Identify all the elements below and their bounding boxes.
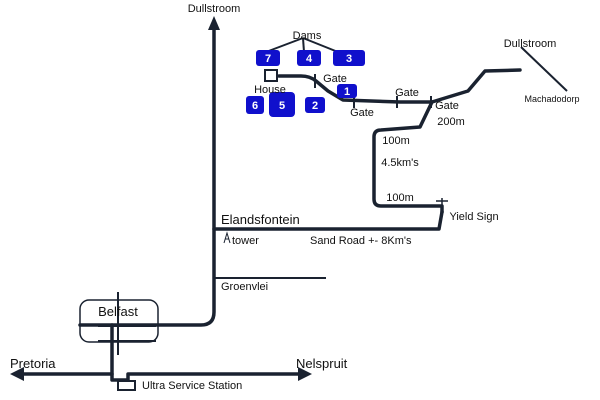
label-tower: tower <box>232 235 259 247</box>
dam-number-3: 3 <box>346 53 352 65</box>
west-arrow-icon <box>10 367 24 381</box>
sand-road <box>212 210 444 231</box>
label-dullstroom-east: Dullstroom <box>504 38 557 50</box>
dam-number-1: 1 <box>344 86 350 98</box>
label-gate-2: Gate <box>350 107 374 119</box>
label-elandsfontein: Elandsfontein <box>221 212 300 227</box>
label-machadodorp: Machadodorp <box>524 94 579 104</box>
label-100m-top: 100m <box>382 135 410 147</box>
gate-link-road <box>372 100 444 214</box>
label-200m: 200m <box>437 116 465 128</box>
dam-1: 1 <box>337 84 357 98</box>
label-yield-sign: Yield Sign <box>449 211 498 223</box>
dams-bracket-right <box>302 37 339 53</box>
minor-roads <box>98 37 568 355</box>
dam-4: 4 <box>297 50 321 66</box>
label-ultra-service-station: Ultra Service Station <box>142 380 242 392</box>
dam-3: 3 <box>333 50 365 66</box>
label-house: House <box>254 84 286 96</box>
label-4-5km: 4.5km's <box>381 157 419 169</box>
dam-7: 7 <box>256 50 280 66</box>
label-dullstroom-north: Dullstroom <box>188 3 241 15</box>
dams-group: 7 4 3 1 6 5 2 <box>246 50 365 117</box>
label-dams: Dams <box>293 30 322 42</box>
east-arrow-icon <box>298 367 312 381</box>
dams-bracket-mid <box>302 37 305 53</box>
house-icon <box>264 69 278 82</box>
label-100m-bottom: 100m <box>386 192 414 204</box>
dams-bracket-left <box>265 37 304 53</box>
north-arrow-icon <box>208 16 220 30</box>
label-gate-4: Gate <box>435 100 459 112</box>
label-pretoria: Pretoria <box>10 356 56 371</box>
dam-5: 5 <box>269 92 295 117</box>
dam-6: 6 <box>246 96 264 114</box>
label-sand-road: Sand Road +- 8Km's <box>310 235 412 247</box>
dam-number-5: 5 <box>279 100 285 112</box>
yield-sign-icon <box>436 198 448 212</box>
service-station-icon <box>117 380 136 391</box>
dam-number-6: 6 <box>252 100 258 112</box>
belfast-town-box <box>79 299 159 343</box>
label-gate-1: Gate <box>323 73 347 85</box>
dam-2: 2 <box>305 97 325 113</box>
dam-number-2: 2 <box>312 100 318 112</box>
label-gate-3: Gate <box>395 87 419 99</box>
label-belfast: Belfast <box>98 304 138 319</box>
dam-number-7: 7 <box>265 53 271 65</box>
main-road-north <box>78 26 216 327</box>
label-groenvlei: Groenvlei <box>221 281 268 293</box>
tower-icon <box>223 231 231 244</box>
machadodorp-road <box>520 46 568 92</box>
dam-number-4: 4 <box>306 53 313 65</box>
label-nelspruit: Nelspruit <box>296 356 348 371</box>
